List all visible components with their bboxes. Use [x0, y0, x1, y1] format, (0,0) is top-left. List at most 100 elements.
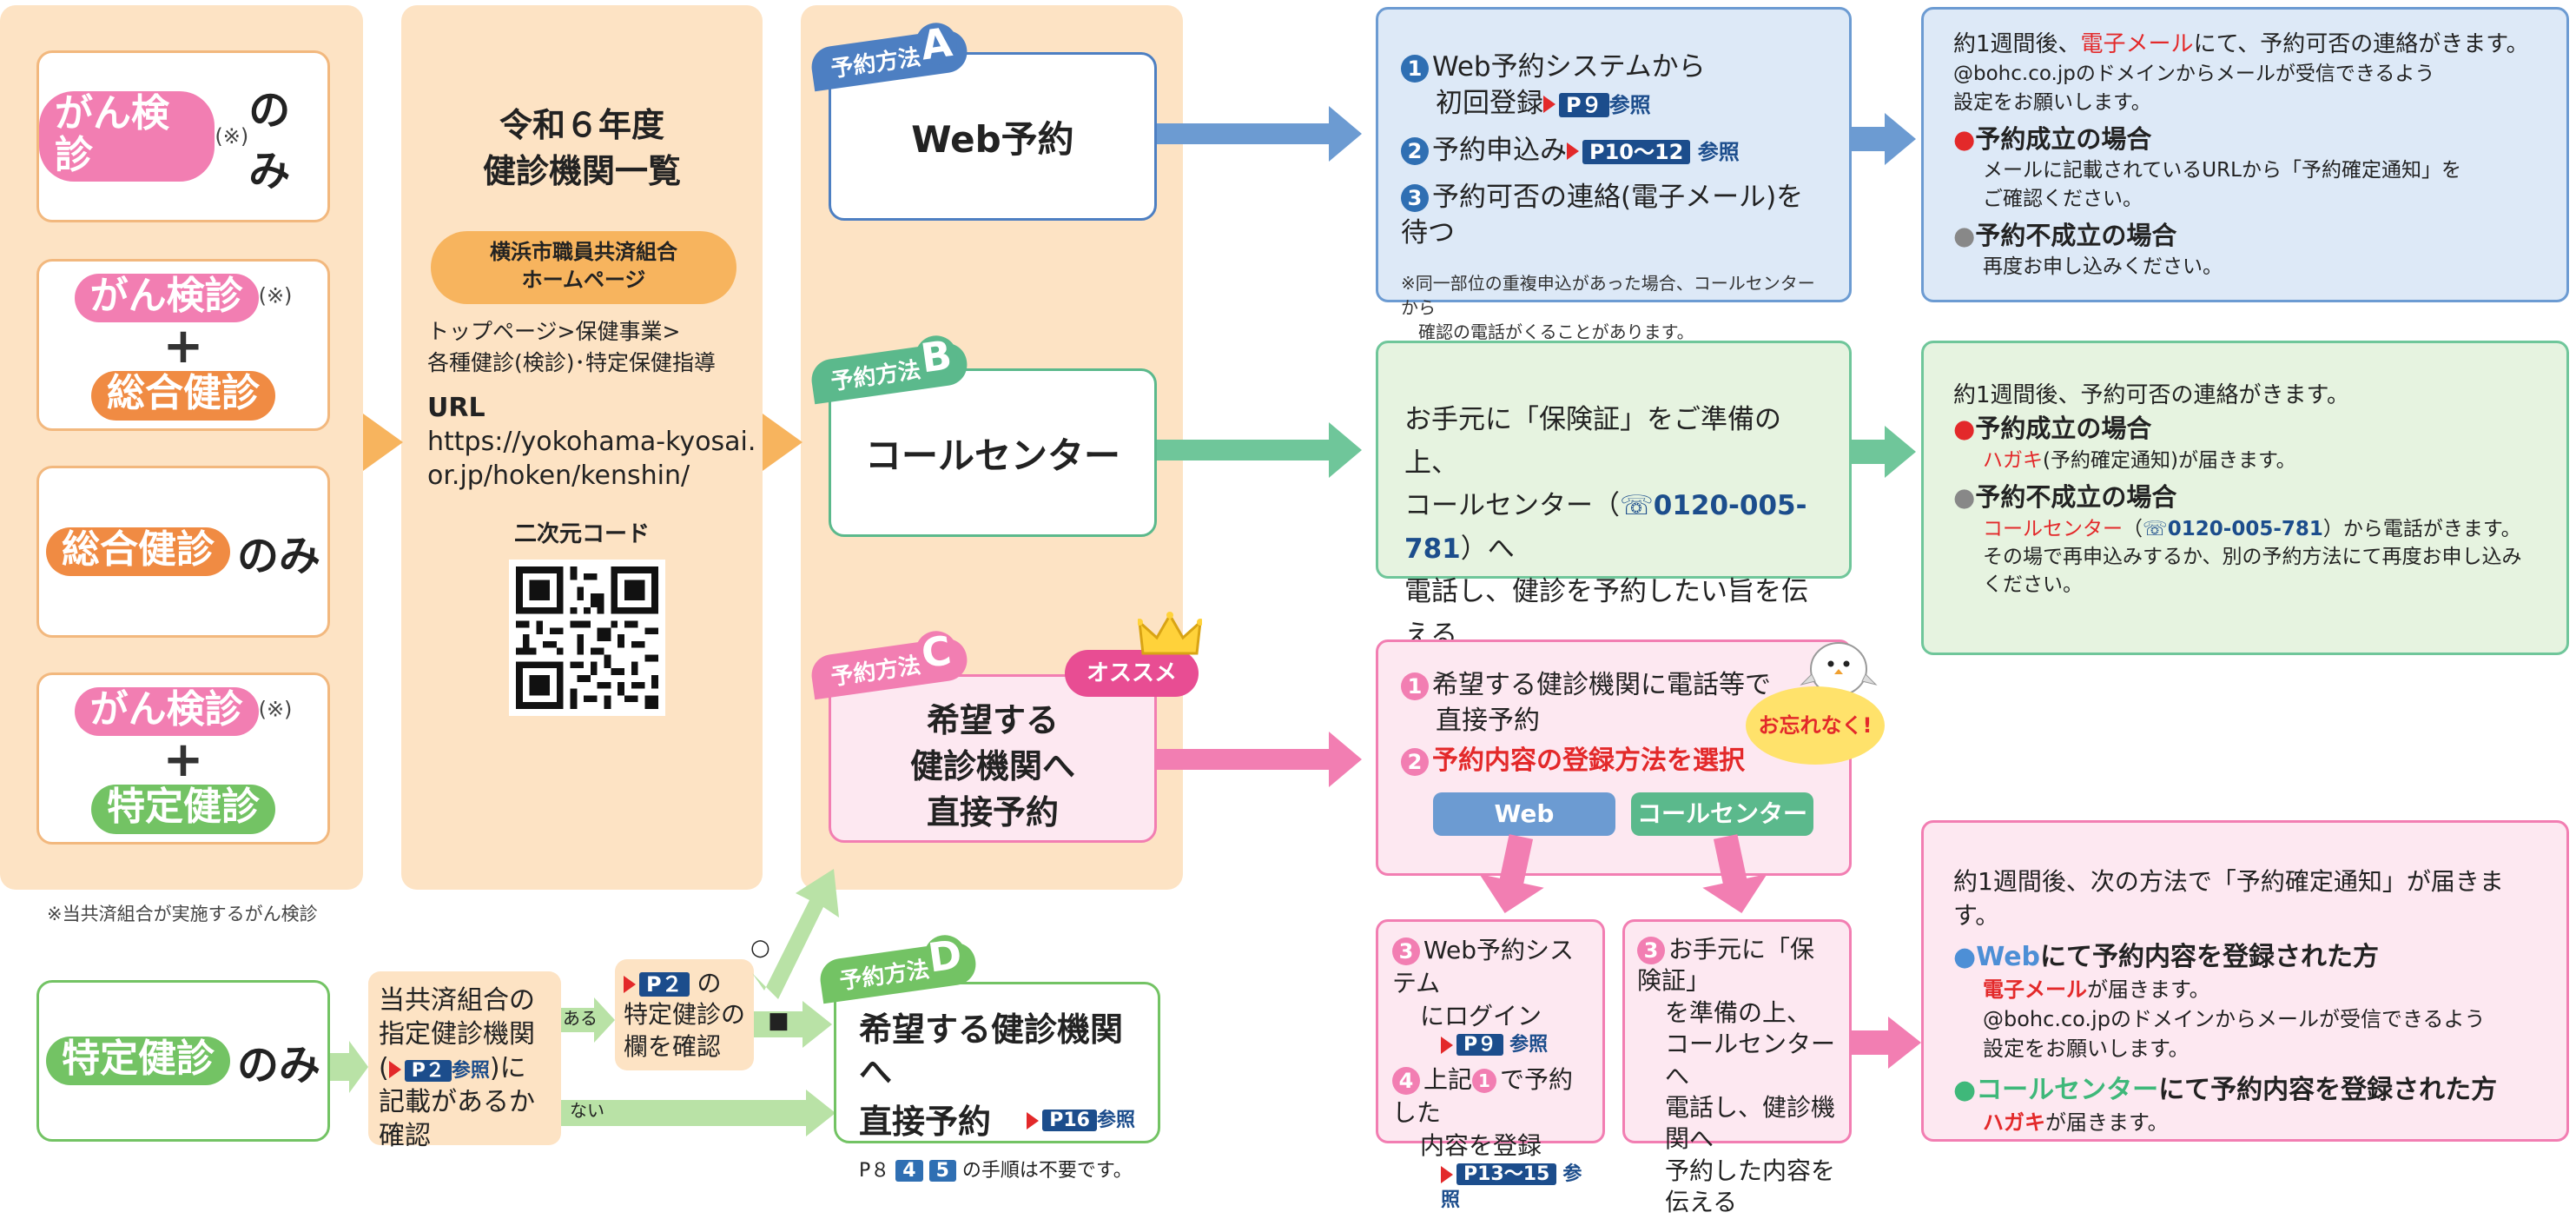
dont-forget-bubble: お忘れなく! — [1746, 686, 1885, 765]
path-line1: トップページ>保健事業> — [427, 319, 681, 344]
path-line2: 各種健診(検診)･特定保健指導 — [427, 350, 717, 376]
gray-dot-icon: ● — [1953, 482, 1976, 513]
ref-page[interactable]: P２ — [639, 972, 690, 997]
ref-triangle-icon — [1567, 142, 1579, 161]
sogo-pill: 総合健診 — [45, 527, 230, 577]
stepb-l2a: コールセンター（ — [1404, 490, 1620, 522]
square-mark: ■ — [768, 1008, 789, 1034]
stepc-1b: 直接予約 — [1436, 705, 1540, 736]
ng-line1: ）から電話がきます。 — [2322, 517, 2521, 540]
ref-triangle-icon — [388, 1060, 401, 1078]
web-line3b: で予約した — [1392, 1065, 1574, 1127]
ok-heading: 予約成立の場合 — [1975, 414, 2152, 444]
web-line2: にログイン — [1420, 1001, 1542, 1030]
call-down-arrow — [1702, 834, 1767, 914]
plus-sign: + — [162, 318, 204, 375]
left-to-middle-arrow — [363, 414, 403, 471]
phone-icon: ☏ — [1620, 490, 1654, 522]
plus-sign: + — [162, 732, 204, 789]
result-b-box: 約1週間後、予約可否の連絡がきます。 ●予約成立の場合 ハガキ(予約確定通知)が… — [1921, 341, 2569, 655]
qr-code-icon[interactable] — [509, 560, 665, 716]
arrow-b-result — [1850, 426, 1916, 478]
step-3-badge: 3 — [1637, 937, 1665, 964]
recommend-badge: オススメ — [1065, 650, 1199, 697]
note-line1: ※同一部位の重複申込があった場合、コールセンターから — [1401, 273, 1815, 319]
step-1-text: Web予約システムから — [1432, 51, 1706, 83]
circle-mark: ○ — [750, 935, 770, 961]
ref-label: 参照 — [451, 1060, 490, 1082]
step-3-badge: 3 — [1401, 184, 1429, 213]
step-1-badge: 1 — [1401, 54, 1429, 83]
gan-pill: がん検診 — [39, 90, 215, 182]
call-heading: にて予約内容を登録された方 — [2158, 1075, 2498, 1106]
tokutei-arrow — [330, 1041, 368, 1093]
ref-page[interactable]: P９ — [1559, 92, 1609, 117]
qr-label: 二次元コード — [513, 521, 650, 547]
paren: （ — [2123, 517, 2143, 540]
chk-line3: 欄を確認 — [624, 1031, 722, 1061]
note-mark: (※) — [258, 697, 293, 722]
q-paren: ( — [379, 1053, 389, 1083]
callcenter-choice-button[interactable]: コールセンター — [1631, 792, 1813, 836]
q-line5: 確認 — [379, 1121, 431, 1151]
step-3-text: 予約可否の連絡(電子メール)を待つ — [1401, 181, 1804, 249]
ref-page[interactable]: P10～12 — [1582, 139, 1691, 164]
middle-to-methods-arrow — [763, 414, 803, 471]
call-line3: コールセンターへ — [1665, 1030, 1836, 1090]
method-d-line2: 直接予約 — [859, 1102, 992, 1141]
ref-triangle-icon — [1027, 1112, 1040, 1130]
card-gan-sogo: がん検診(※) + 総合健診 — [36, 259, 330, 431]
note-mark: (※) — [258, 283, 293, 308]
q-line4: 記載があるか — [379, 1087, 535, 1117]
call-line1: お手元に「保険証」 — [1637, 935, 1815, 996]
title-line2: 健診機関一覧 — [482, 152, 681, 191]
stepb-line1: お手元に「保険証」をご準備の上、 — [1404, 404, 1781, 479]
callcenter-highlight: コールセンター — [1976, 1075, 2159, 1106]
email-highlight: 電子メール — [2080, 31, 2194, 57]
step-4-badge: 4 — [1392, 1067, 1420, 1096]
web-line3a: 上記 — [1423, 1065, 1473, 1095]
ref-page[interactable]: P16 — [1042, 1110, 1097, 1132]
phone-number[interactable]: 0120-005-781 — [1404, 490, 1807, 565]
callcenter-highlight: コールセンター — [1983, 517, 2123, 540]
ref-page[interactable]: P２ — [404, 1060, 452, 1082]
url-line1[interactable]: https://yokohama-kyosai. — [427, 427, 756, 457]
note-text: の手順は不要です。 — [961, 1159, 1133, 1182]
step-4-badge: 4 — [895, 1159, 923, 1182]
stepc-1a: 希望する健診機関に電話等で — [1432, 670, 1771, 700]
yes-arrow — [561, 997, 615, 1043]
method-b-card[interactable]: コールセンター — [829, 368, 1157, 537]
web-choice-button[interactable]: Web — [1433, 792, 1615, 836]
ng-line3: ください。 — [1983, 573, 2083, 597]
arrow-b — [1157, 422, 1362, 478]
arrow-c-result — [1850, 1017, 1921, 1069]
ref-page[interactable]: P９ — [1456, 1034, 1504, 1057]
card-tokutei-only: 特定健診 のみ — [36, 980, 330, 1142]
card-sogo-only: 総合健診 のみ — [36, 466, 330, 638]
method-c-line2: 健診機関へ — [909, 747, 1075, 786]
web-heading: にて予約内容を登録された方 — [2040, 942, 2380, 973]
method-c-card[interactable]: 希望する 健診機関へ 直接予約 — [829, 674, 1157, 843]
url-line2[interactable]: or.jp/hoken/kenshin/ — [427, 460, 690, 491]
arrow-a — [1157, 106, 1362, 162]
only-label: のみ — [236, 1041, 320, 1090]
phone-icon: ☏ — [2143, 517, 2168, 540]
phone-number[interactable]: 0120-005-781 — [2167, 517, 2323, 540]
note-page: P８ — [859, 1159, 890, 1182]
red-dot-icon: ● — [1953, 414, 1976, 444]
ref-label: 参照 — [1608, 92, 1651, 117]
only-label: のみ — [248, 86, 291, 195]
method-c-line3: 直接予約 — [926, 793, 1059, 832]
ref-page[interactable]: P13～15 — [1456, 1163, 1557, 1186]
card-gan-only: がん検診 (※) のみ — [36, 50, 330, 222]
call-line2: を準備の上、 — [1665, 997, 1812, 1027]
result-c-box: 約1週間後、次の方法で「予約確定通知」が届きます。 ●Webにて予約内容を登録さ… — [1921, 820, 2569, 1142]
homepage-cloud[interactable]: 横浜市職員共済組合 ホームページ — [431, 231, 736, 304]
sogo-pill: 総合健診 — [91, 371, 275, 421]
note-line2: 確認の電話がくることがあります。 — [1418, 321, 1694, 343]
ng-line2: その場で再申込みするか、別の予約方法にて再度お申し込み — [1983, 545, 2522, 568]
list-title: 令和６年度 健診機関一覧 — [401, 103, 763, 195]
ref-label: 参照 — [1509, 1034, 1549, 1057]
